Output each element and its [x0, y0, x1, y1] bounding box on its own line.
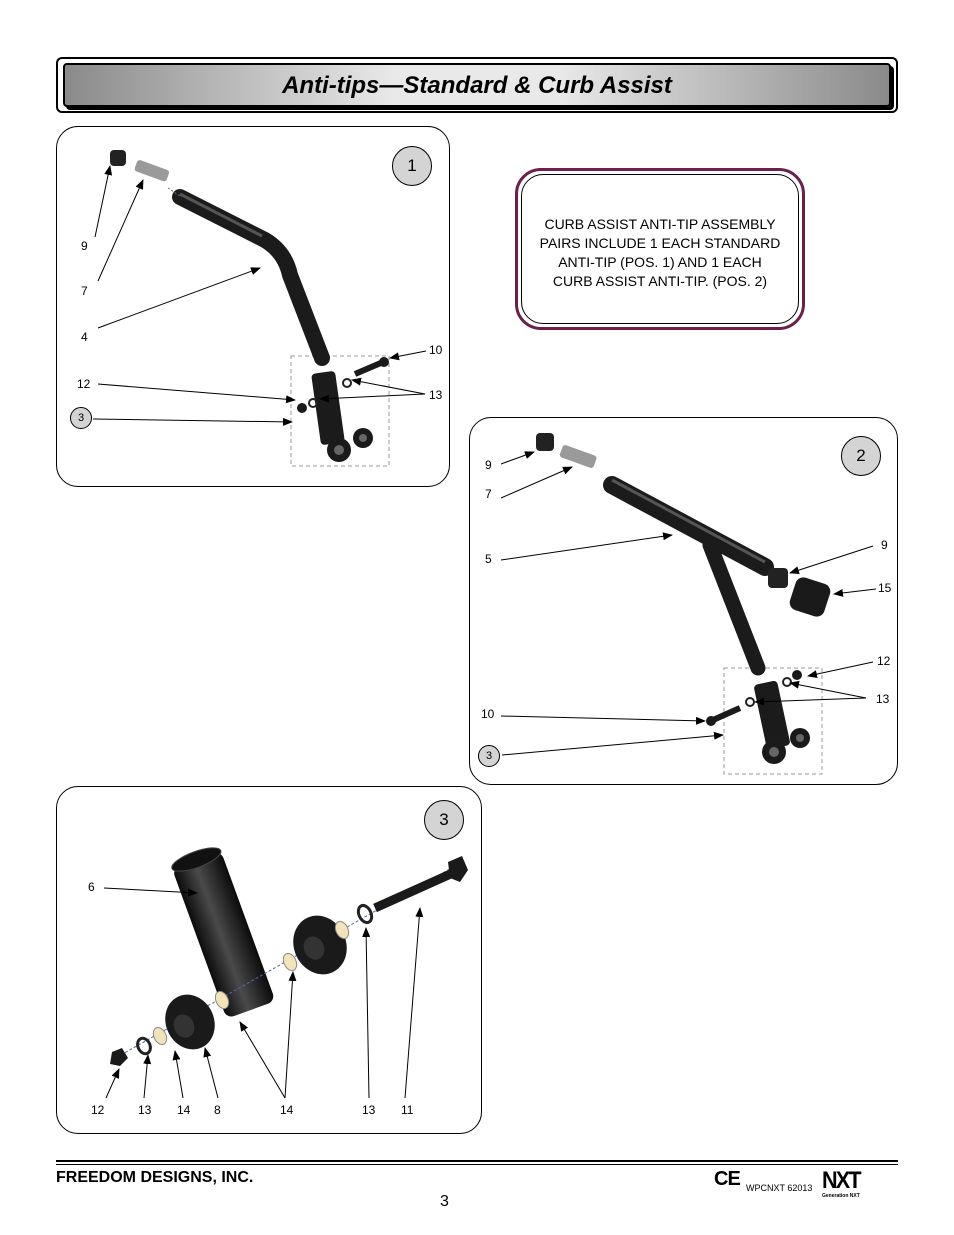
callout-label: 13	[362, 1103, 376, 1117]
callout-label: 7	[81, 284, 88, 298]
note-line: ANTI-TIP (POS. 1) AND 1 EACH	[558, 254, 762, 270]
callout-label: 12	[77, 377, 91, 391]
panel-position-1	[56, 126, 450, 487]
nxt-brand-logo: NXT	[822, 1167, 862, 1194]
position-badge-2: 2	[841, 436, 881, 476]
callout-label: 13	[876, 692, 890, 706]
note-line: CURB ASSIST ANTI-TIP ASSEMBLY	[544, 216, 776, 232]
page-number: 3	[440, 1193, 449, 1210]
company-name: FREEDOM DESIGNS, INC.	[56, 1169, 254, 1186]
callout-label: 14	[177, 1103, 191, 1117]
note-box-inner	[521, 174, 799, 324]
callout-label: 9	[485, 458, 492, 472]
callout-label: 11	[401, 1103, 414, 1117]
document-code: WPCNXT 62013	[746, 1183, 813, 1193]
ce-mark-logo: CE	[714, 1168, 741, 1190]
curb-assist-anti-tip-drawing	[500, 433, 877, 775]
footer-rule	[56, 1164, 898, 1165]
callout-label: 13	[429, 388, 443, 402]
callout-label: 14	[280, 1103, 294, 1117]
standard-anti-tip-drawing	[92, 150, 427, 467]
nxt-brand-tagline: Generation NXT	[822, 1193, 860, 1199]
title-banner: Anti-tips—Standard & Curb Assist	[56, 57, 898, 113]
wheel-assembly-detail-drawing	[103, 847, 468, 1099]
callout-label: 8	[214, 1103, 221, 1117]
callout-label: 12	[877, 654, 891, 668]
detail-reference-badge: 3	[70, 407, 92, 429]
callout-label: 13	[138, 1103, 152, 1117]
page-title: Anti-tips—Standard & Curb Assist	[282, 72, 672, 99]
detail-reference-badge: 3	[478, 745, 500, 767]
position-badge-1: 1	[392, 146, 432, 186]
callout-label: 10	[429, 343, 443, 357]
footer-rule	[56, 1160, 898, 1162]
title-banner-inner: Anti-tips—Standard & Curb Assist	[63, 63, 891, 107]
note-line: PAIRS INCLUDE 1 EACH STANDARD	[539, 235, 781, 251]
note-line: CURB ASSIST ANTI-TIP. (POS. 2)	[552, 273, 768, 289]
callout-label: 12	[91, 1103, 105, 1117]
note-box: CURB ASSIST ANTI-TIP ASSEMBLY PAIRS INCL…	[515, 168, 805, 330]
position-badge-3: 3	[424, 800, 464, 840]
panel-position-3	[56, 786, 482, 1134]
callout-label: 6	[88, 880, 95, 894]
callout-label: 7	[485, 487, 492, 501]
callout-label: 4	[81, 330, 88, 344]
callout-label: 5	[485, 552, 492, 566]
callout-label: 9	[81, 239, 88, 253]
note-text: CURB ASSIST ANTI-TIP ASSEMBLY PAIRS INCL…	[518, 215, 802, 291]
callout-label: 15	[878, 581, 892, 595]
callout-label: 10	[481, 707, 495, 721]
callout-label: 9	[881, 538, 888, 552]
